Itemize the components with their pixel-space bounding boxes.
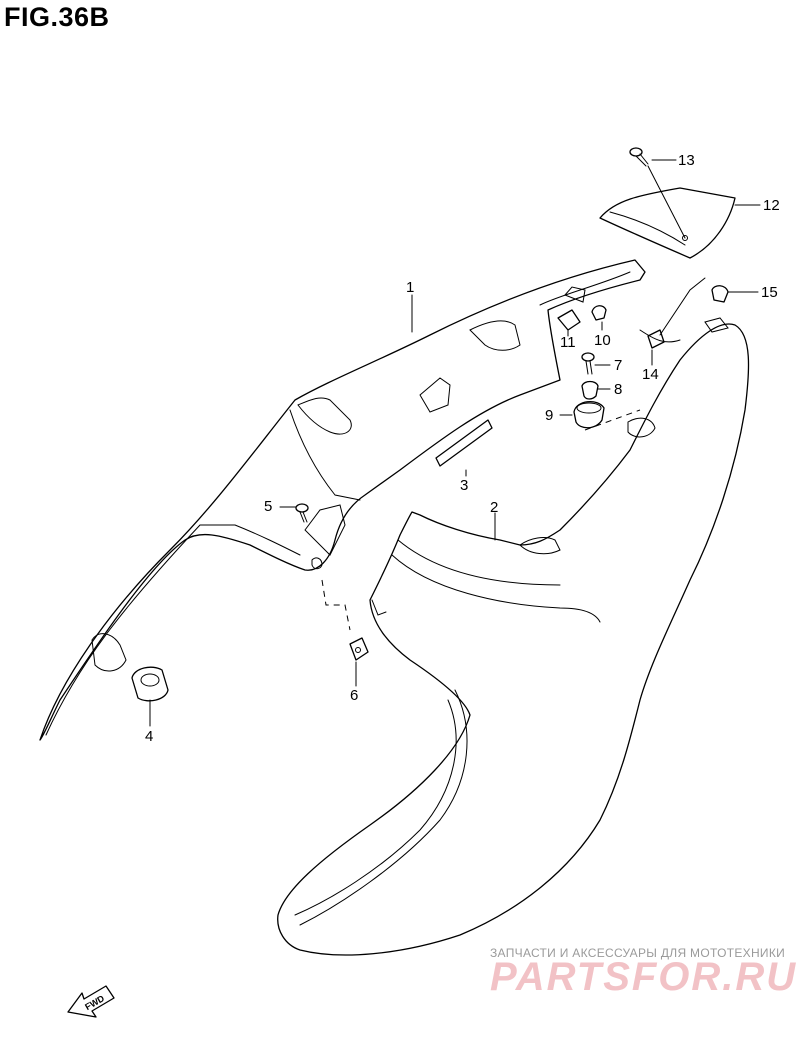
tail-cap <box>599 187 736 259</box>
callout-14: 14 <box>642 366 659 383</box>
nut-8 <box>581 380 599 400</box>
clip-14 <box>647 277 706 349</box>
right-tail-cover <box>277 317 750 956</box>
callout-1: 1 <box>406 279 414 296</box>
screw-5 <box>295 503 309 523</box>
callout-11: 11 <box>560 334 576 351</box>
left-tail-cover <box>39 259 646 741</box>
rivet-15 <box>711 285 729 303</box>
fwd-arrow: FWD <box>67 985 115 1018</box>
grommet-9 <box>573 401 605 429</box>
callout-6: 6 <box>350 687 358 704</box>
callout-8: 8 <box>614 381 622 398</box>
screw-7 <box>581 352 595 375</box>
callouts: 1 2 3 4 5 6 7 8 9 10 11 12 13 14 15 <box>145 152 780 745</box>
callout-5: 5 <box>264 498 272 515</box>
cushion <box>131 666 169 702</box>
callout-9: 9 <box>545 407 553 424</box>
watermark: ЗАПЧАСТИ И АКСЕССУАРЫ ДЛЯ МОТОТЕХНИКИ PA… <box>490 946 797 999</box>
reflector-strip <box>435 419 493 467</box>
callout-12: 12 <box>763 197 780 214</box>
callout-3: 3 <box>460 477 468 494</box>
callout-13: 13 <box>678 152 695 169</box>
bracket-11 <box>557 309 581 331</box>
watermark-tagline: ЗАПЧАСТИ И АКСЕССУАРЫ ДЛЯ МОТОТЕХНИКИ <box>490 946 785 960</box>
callout-2: 2 <box>490 499 498 516</box>
screw-13 <box>629 147 686 239</box>
leader-lines <box>149 159 761 727</box>
figure-title: FIG.36B <box>4 2 110 32</box>
watermark-logo: PARTSFOR.RU <box>490 955 797 999</box>
callout-7: 7 <box>614 357 622 374</box>
callout-15: 15 <box>761 284 778 301</box>
clip-nut-6 <box>321 579 369 661</box>
callout-10: 10 <box>594 332 611 349</box>
screw-10 <box>591 305 607 321</box>
callout-4: 4 <box>145 728 153 745</box>
